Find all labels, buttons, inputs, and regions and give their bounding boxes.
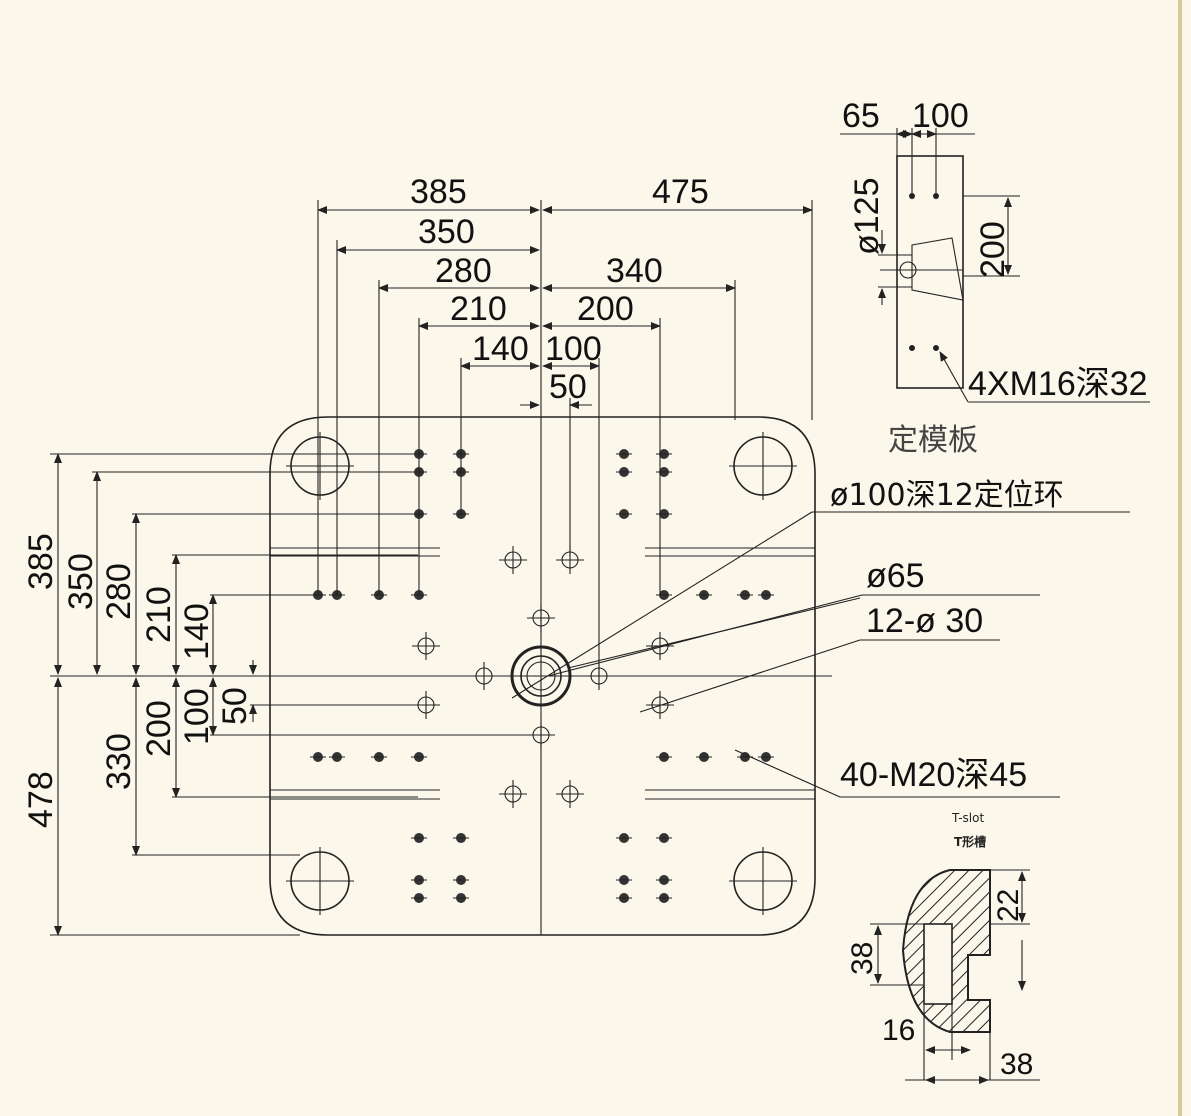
dim-100: 100 bbox=[545, 330, 602, 368]
tapped-hole bbox=[616, 893, 632, 903]
dim-210: 210 bbox=[450, 290, 507, 328]
tapped-hole bbox=[737, 590, 753, 600]
through-hole bbox=[499, 546, 527, 574]
callout-nozzle: ø65 bbox=[866, 557, 925, 595]
tapped-hole bbox=[411, 893, 427, 903]
dim-385: 385 bbox=[410, 173, 467, 211]
left-dimensions: 385 350 280 210 140 478 330 200 100 50 bbox=[22, 453, 541, 936]
tapped-hole bbox=[656, 590, 672, 600]
callout-holes: 12-ø 30 bbox=[866, 602, 983, 640]
tapped-hole bbox=[616, 875, 632, 885]
dim-280: 280 bbox=[435, 252, 492, 290]
dim-v-350: 350 bbox=[62, 553, 100, 610]
tapped-hole bbox=[616, 509, 632, 519]
through-hole bbox=[499, 780, 527, 808]
tapped-hole bbox=[329, 752, 345, 762]
tapped-hole bbox=[411, 875, 427, 885]
side-dim-100: 100 bbox=[912, 97, 969, 135]
tapped-hole bbox=[656, 875, 672, 885]
tapped-hole bbox=[453, 833, 469, 843]
through-hole bbox=[527, 604, 555, 632]
tapped-hole bbox=[758, 590, 774, 600]
dim-v-385: 385 bbox=[22, 533, 60, 590]
tapped-hole bbox=[656, 833, 672, 843]
through-hole bbox=[556, 780, 584, 808]
dim-50: 50 bbox=[549, 368, 587, 406]
fixed-platen-caption: 定模板 bbox=[888, 423, 978, 458]
tapped-hole bbox=[453, 875, 469, 885]
tslot-title-en: T-slot bbox=[951, 811, 984, 825]
dim-v-280: 280 bbox=[100, 563, 138, 620]
fixed-platen-side-view: 65 100 ø125 200 4XM16深32 定模板 bbox=[840, 97, 1150, 458]
dim-340: 340 bbox=[606, 252, 663, 290]
side-dim-200: 200 bbox=[974, 221, 1012, 278]
dim-475: 475 bbox=[652, 173, 709, 211]
tapped-hole bbox=[656, 752, 672, 762]
tapped-hole bbox=[758, 752, 774, 762]
through-hole bbox=[412, 632, 440, 660]
tapped-hole bbox=[656, 467, 672, 477]
side-dim-125: ø125 bbox=[848, 178, 886, 256]
tapped-hole bbox=[616, 833, 632, 843]
tapped-hole bbox=[411, 752, 427, 762]
tslot-dim-16: 16 bbox=[882, 1014, 915, 1047]
tapped-hole bbox=[696, 590, 712, 600]
top-dimensions: 385 475 350 280 340 210 200 140 100 50 bbox=[317, 173, 813, 676]
tslot-dim-22: 22 bbox=[992, 889, 1025, 922]
dim-v-100: 100 bbox=[178, 688, 216, 745]
tapped-hole bbox=[453, 893, 469, 903]
tapped-hole bbox=[656, 449, 672, 459]
tslot-dim-38-bottom: 38 bbox=[1000, 1048, 1033, 1081]
tie-bar-holes bbox=[286, 432, 797, 915]
through-holes bbox=[412, 546, 674, 808]
dim-200: 200 bbox=[577, 290, 634, 328]
tslot-title-cn: T形槽 bbox=[954, 834, 986, 849]
dim-v-330: 330 bbox=[100, 733, 138, 790]
tapped-hole bbox=[310, 752, 326, 762]
through-hole bbox=[470, 662, 498, 690]
dim-v-200: 200 bbox=[140, 700, 178, 757]
tslot-dim-38-left: 38 bbox=[846, 942, 879, 975]
locating-ring bbox=[510, 645, 572, 707]
tslot-detail: T-slot T形槽 22 38 16 38 bbox=[846, 811, 1040, 1084]
side-dim-65: 65 bbox=[842, 97, 880, 135]
callout-tapped: 40-M20深45 bbox=[840, 756, 1027, 794]
tapped-hole bbox=[616, 467, 632, 477]
dim-140: 140 bbox=[472, 330, 529, 368]
callouts: ø100深12定位环 ø65 12-ø 30 40-M20深45 bbox=[511, 478, 1130, 798]
dim-v-140: 140 bbox=[178, 603, 216, 660]
tapped-hole bbox=[696, 752, 712, 762]
bolt-note: 4XM16深32 bbox=[968, 365, 1148, 403]
dim-350: 350 bbox=[418, 213, 475, 251]
tapped-hole bbox=[656, 893, 672, 903]
tapped-hole bbox=[411, 833, 427, 843]
callout-locating-ring: ø100深12定位环 bbox=[830, 478, 1064, 513]
tapped-hole bbox=[371, 752, 387, 762]
tapped-hole bbox=[656, 509, 672, 519]
platen-outline bbox=[50, 200, 832, 936]
tapped-hole bbox=[616, 449, 632, 459]
dim-v-210: 210 bbox=[140, 586, 178, 643]
dim-v-50: 50 bbox=[216, 687, 254, 725]
dim-v-478: 478 bbox=[22, 771, 60, 828]
